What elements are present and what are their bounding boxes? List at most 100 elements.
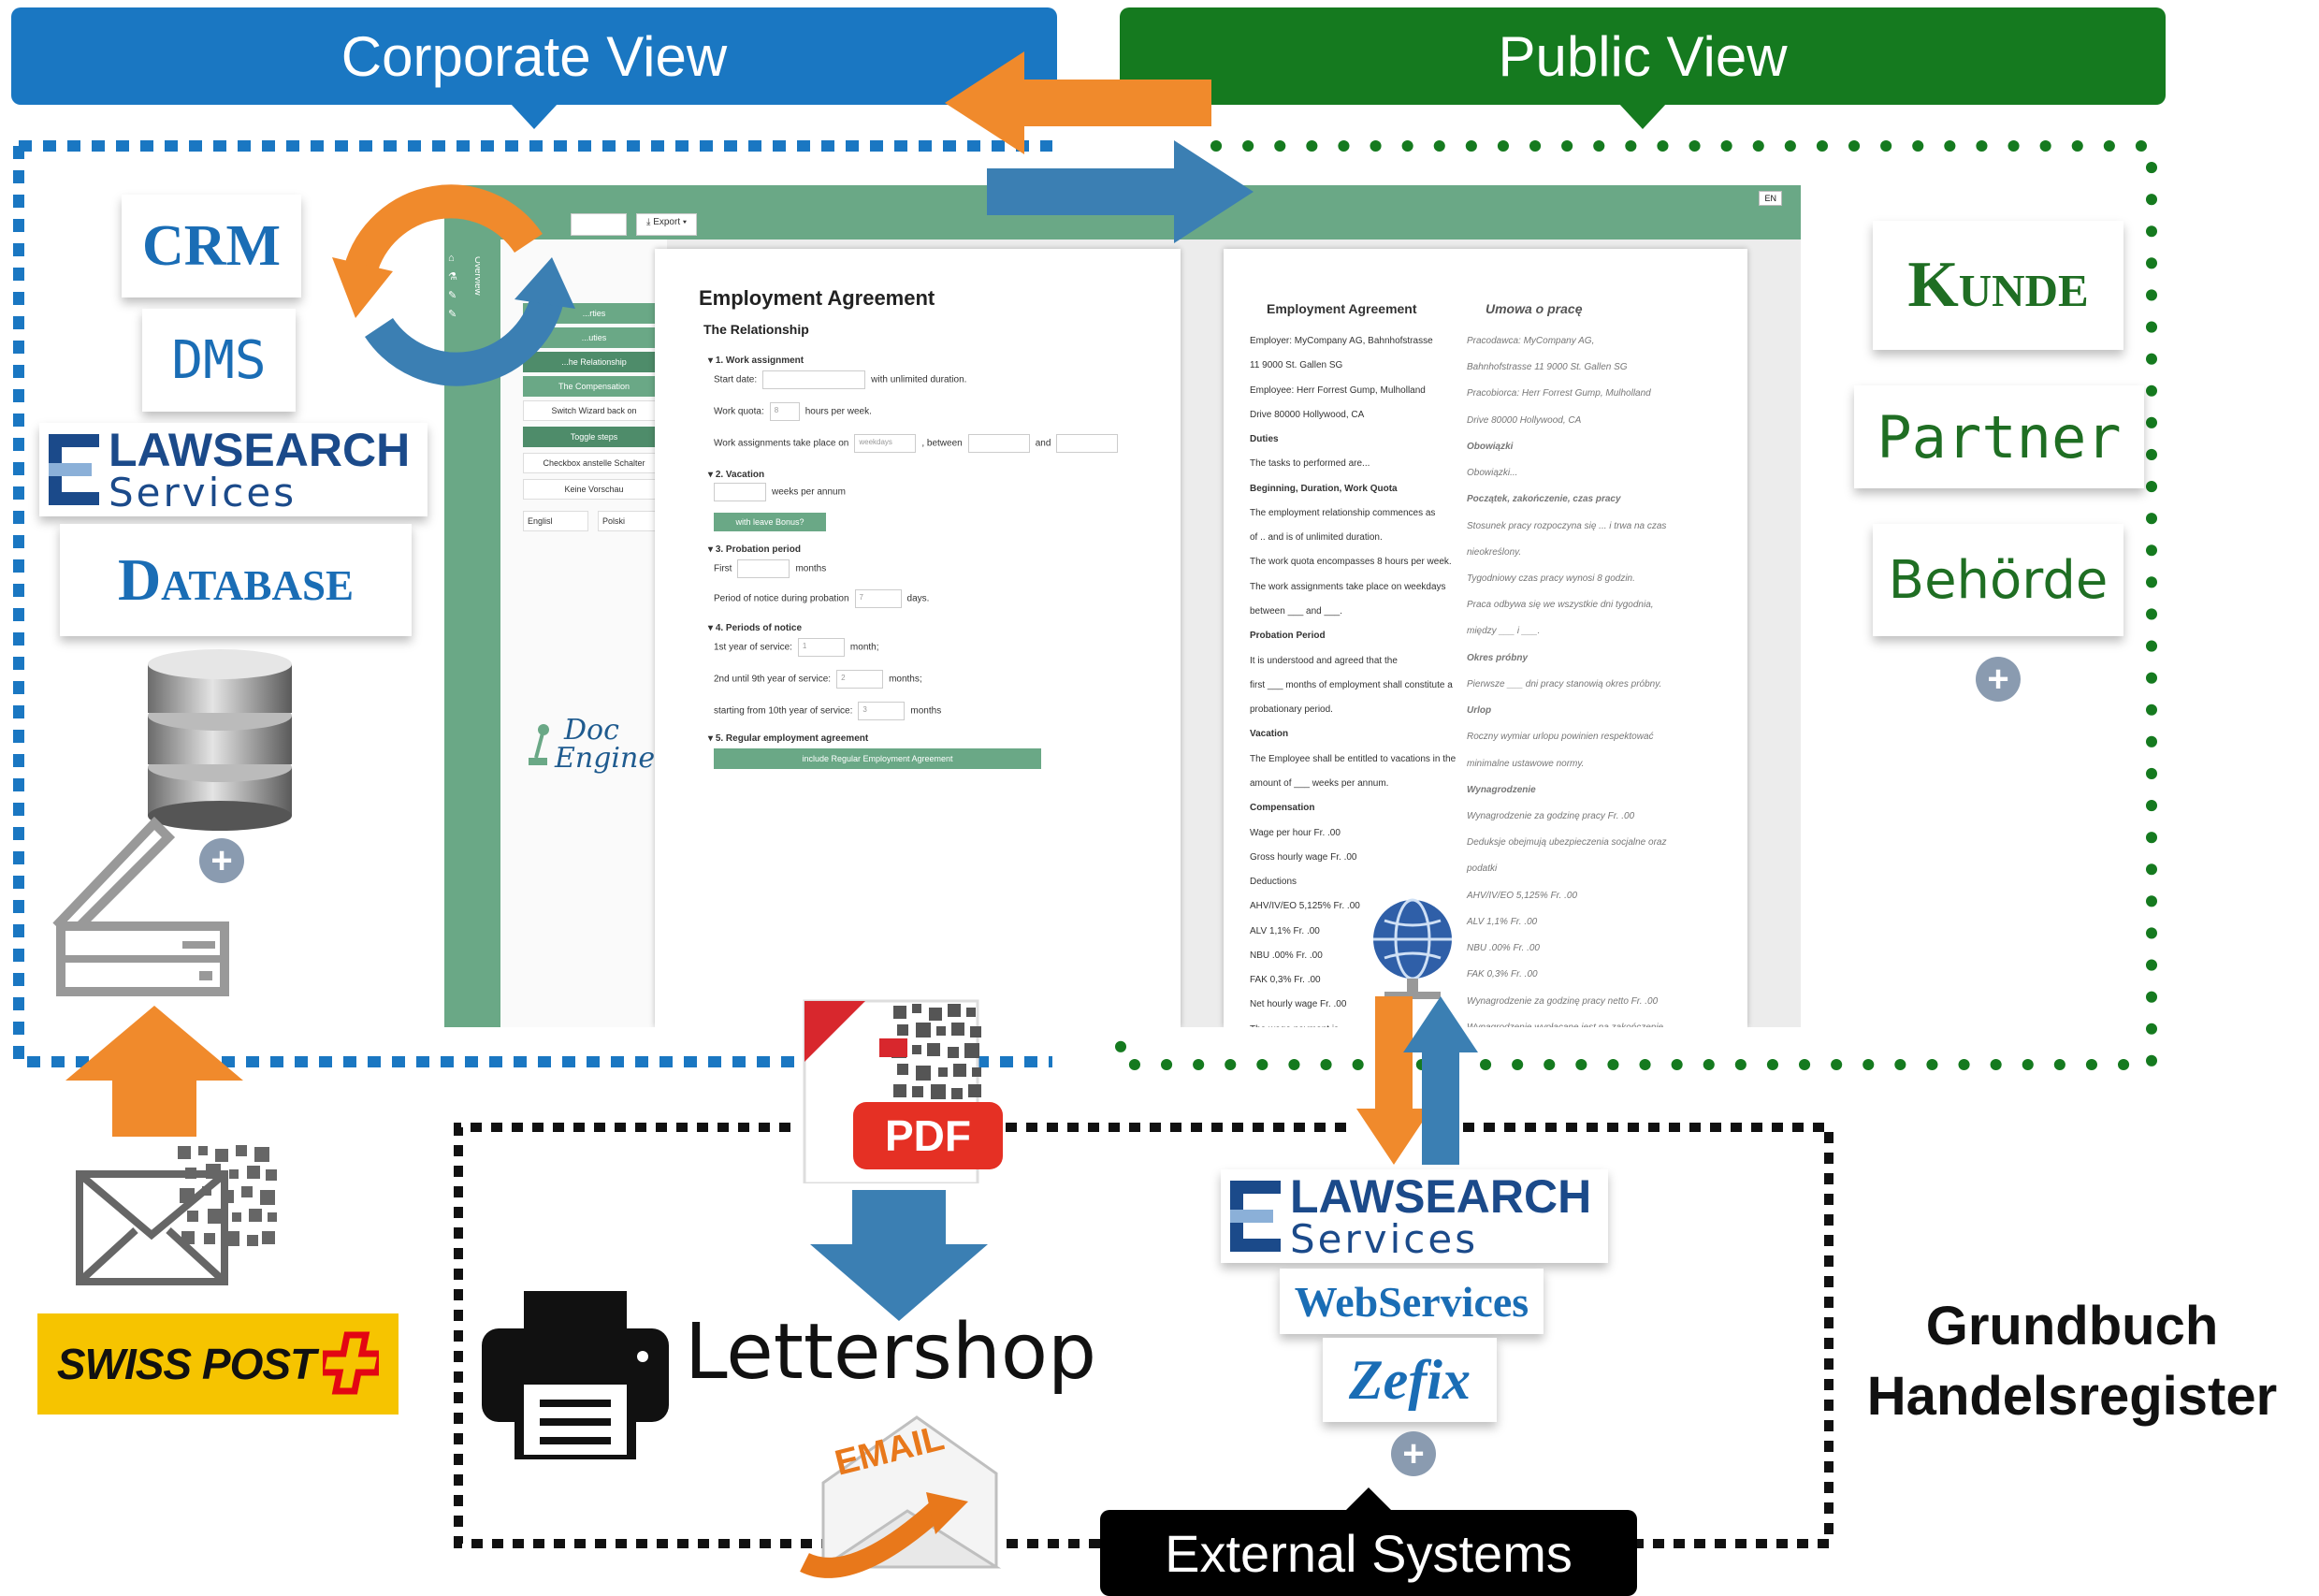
preview-line-en: between ___ and ___.	[1250, 606, 1342, 617]
add-external-icon[interactable]: +	[1391, 1431, 1436, 1476]
corporate-view-pointer	[510, 103, 558, 129]
behoerde-label: Behörde	[1888, 549, 2109, 611]
public-view-label: Public View	[1498, 24, 1788, 88]
menu-item[interactable]: Toggle steps	[523, 427, 665, 447]
corporate-view-banner: Corporate View	[11, 7, 1057, 129]
home-icon[interactable]: ⌂	[448, 253, 455, 264]
toolbar-button[interactable]	[571, 213, 627, 236]
menu-item[interactable]: ...he Relationship	[523, 352, 665, 372]
preview-line-en: Compensation	[1250, 803, 1315, 814]
form-subtitle: The Relationship	[703, 322, 809, 337]
between-input[interactable]	[967, 434, 1030, 453]
form-section: ▾ 2. Vacation	[708, 470, 765, 480]
robot-arm-icon	[529, 724, 549, 765]
notice-probation-input[interactable]: 7	[854, 589, 902, 608]
language-button[interactable]: EN	[1759, 191, 1782, 206]
form-row: Start date:with unlimited duration.	[714, 370, 966, 389]
registry-label: Grundbuch Handelsregister	[1848, 1291, 2297, 1432]
include-regular-toggle[interactable]: include Regular Employment Agreement	[714, 748, 1041, 769]
lawsearch-logo: LAWSEARCH Services	[39, 423, 428, 516]
preview-line-pl: między ___ i ___.	[1467, 626, 1541, 637]
preview-line-pl: Wynagrodzenie	[1467, 784, 1536, 795]
preview-line-en: The work assignments take place on weekd…	[1250, 581, 1446, 592]
form-section: ▾ 5. Regular employment agreement	[708, 733, 869, 744]
language-from-select[interactable]: Englisl	[523, 511, 588, 531]
database-icon	[148, 649, 292, 831]
tool-icon[interactable]: ✎	[448, 309, 457, 320]
probation-months-input[interactable]	[737, 559, 790, 578]
start-date-input[interactable]	[762, 370, 866, 389]
kunde-label: Kunde	[1907, 249, 2089, 321]
form-row: weeks per annum	[714, 483, 846, 501]
webservices-logo: WebServices	[1280, 1269, 1544, 1334]
preview-line-pl: Pierwsze ___ dni pracy stanowią okres pr…	[1467, 678, 1662, 689]
swiss-post-logo: SWISS POST	[37, 1313, 399, 1415]
side-icons: ⌂ ⚗ ✎ ✎	[448, 249, 457, 324]
form-section: ▾ 3. Probation period	[708, 544, 801, 555]
preview-line-pl: Obowiązki	[1467, 441, 1514, 452]
form-section: ▾ 4. Periods of notice	[708, 623, 803, 633]
menu-item[interactable]: The Compensation	[523, 376, 665, 397]
export-button[interactable]: ⤓ Export ▾	[636, 213, 698, 236]
preview-line-en: It is understood and agreed that the	[1250, 655, 1398, 666]
form-title: Employment Agreement	[699, 286, 935, 310]
preview-line-pl: Wynagrodzenie wypłacane jest na zakończe…	[1467, 1022, 1663, 1027]
preview-line-pl: ALV 1,1% Fr. .00	[1467, 916, 1538, 927]
handelsregister-label: Handelsregister	[1866, 1366, 2278, 1428]
crm-logo: CRM	[122, 195, 301, 297]
preview-page: Employment Agreement Umowa o pracę Emplo…	[1224, 249, 1747, 1027]
export-label: Export	[653, 217, 681, 227]
preview-line-pl: Praca odbywa się we wszystkie dni tygodn…	[1467, 600, 1654, 611]
preview-line-en: The Employee shall be entitled to vacati…	[1250, 753, 1457, 764]
arrow-left-orange	[945, 51, 1211, 154]
ext-lawsearch-line1: LAWSEARCH	[1290, 1170, 1592, 1223]
flask-icon[interactable]: ⚗	[448, 271, 457, 283]
down-arrow	[810, 1190, 988, 1321]
grundbuch-label: Grundbuch	[1925, 1296, 2219, 1357]
preview-line-pl: Drive 80000 Hollywood, CA	[1467, 414, 1582, 426]
webservices-label: WebServices	[1294, 1277, 1529, 1326]
leave-bonus-toggle[interactable]: with leave Bonus?	[714, 513, 826, 531]
lettershop-label: Lettershop	[685, 1308, 1097, 1397]
refresh-icon	[332, 184, 575, 386]
add-public-icon[interactable]: +	[1976, 657, 2021, 702]
public-view-banner: Public View	[1120, 7, 2166, 129]
crm-label: CRM	[141, 213, 282, 278]
overview-label: Overview	[472, 256, 483, 296]
preview-line-en: Net hourly wage Fr. .00	[1250, 999, 1347, 1010]
public-view-pointer	[1618, 103, 1667, 129]
docengine-logo-line1: Doc	[564, 714, 619, 747]
preview-line-pl: Wynagrodzenie za godzinę pracy netto Fr.…	[1467, 995, 1659, 1007]
year1-input[interactable]: 1	[797, 638, 845, 657]
menu-item[interactable]: ...uties	[523, 327, 665, 348]
swiss-cross-icon	[323, 1331, 380, 1395]
preview-line-pl: Obowiązki...	[1467, 468, 1518, 479]
ext-lawsearch-line2: Services	[1290, 1216, 1479, 1262]
output-region-border	[454, 1123, 1833, 1548]
year10-input[interactable]: 3	[858, 702, 906, 720]
language-to-select[interactable]: Polski	[598, 511, 663, 531]
add-corporate-icon[interactable]: +	[199, 838, 244, 883]
and-input[interactable]	[1056, 434, 1119, 453]
weeks-input[interactable]	[714, 483, 766, 501]
preview-line-pl: Bahnhofstrasse 11 9000 St. Gallen SG	[1467, 362, 1628, 373]
menu-item[interactable]: Keine Vorschau	[523, 479, 665, 500]
database-label: Database	[117, 546, 355, 613]
scanner-icon	[52, 816, 229, 996]
weekdays-input[interactable]: weekdays	[854, 434, 917, 453]
menu-item[interactable]: Checkbox anstelle Schalter	[523, 453, 665, 473]
work-quota-input[interactable]: 8	[769, 402, 800, 421]
corporate-view-label: Corporate View	[341, 24, 728, 88]
preview-line-pl: Tygodniowy czas pracy wynosi 8 godzin.	[1467, 573, 1635, 584]
lawsearch-mark-icon	[49, 434, 99, 505]
year2-input[interactable]: 2	[836, 670, 884, 689]
preview-line-pl: Okres próbny	[1467, 652, 1529, 663]
wizard-rail	[480, 239, 500, 1027]
wrench-icon[interactable]: ✎	[448, 290, 457, 301]
ext-lawsearch-mark-icon	[1230, 1181, 1281, 1252]
zefix-label: Zefix	[1349, 1348, 1471, 1411]
preview-line-en: Employer: MyCompany AG, Bahnhofstrasse	[1250, 336, 1433, 346]
preview-line-en: of .. and is of unlimited duration.	[1250, 532, 1383, 544]
